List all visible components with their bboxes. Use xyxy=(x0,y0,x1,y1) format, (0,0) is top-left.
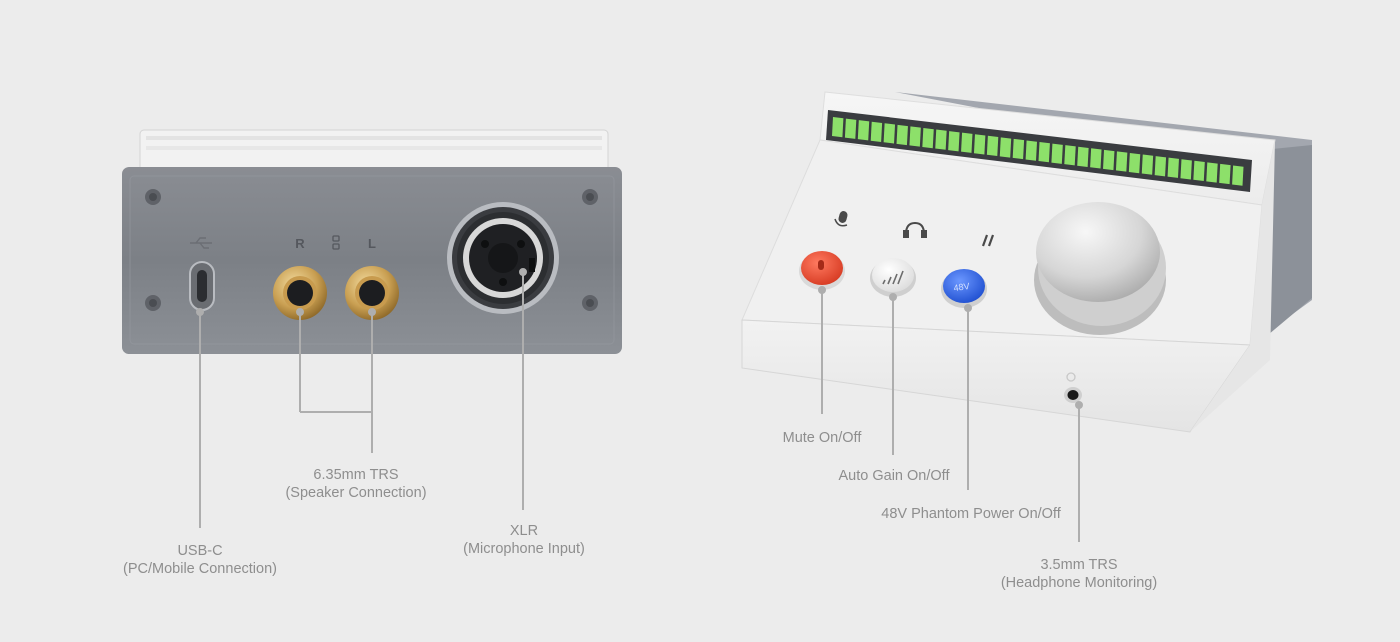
meter-segment xyxy=(883,123,896,144)
headphone-callout: 3.5mm TRS (Headphone Monitoring) xyxy=(1001,556,1157,592)
phantom-badge: 48V xyxy=(953,281,970,293)
phantom-icon xyxy=(981,234,995,247)
link-symbol-icon xyxy=(332,235,340,250)
xlr-combo-jack xyxy=(447,202,559,314)
meter-segment xyxy=(1128,152,1141,174)
mic-muted-icon xyxy=(818,260,824,270)
meter-segment xyxy=(844,118,857,139)
trs-635-title: 6.35mm TRS xyxy=(313,467,399,483)
front-device: 48V xyxy=(741,91,1312,542)
meter-segment xyxy=(948,131,960,152)
headphone-title: 3.5mm TRS xyxy=(1040,557,1118,573)
meter-segment xyxy=(999,137,1012,158)
leader-lines-back xyxy=(196,268,527,528)
meter-segment xyxy=(1051,143,1063,164)
meter-segment xyxy=(1103,149,1115,171)
meter-segment xyxy=(922,127,934,149)
usb-c-port xyxy=(189,261,215,311)
usb-c-callout: USB-C (PC/Mobile Connection) xyxy=(123,542,277,578)
volume-knob[interactable] xyxy=(1034,202,1166,335)
headphones-icon xyxy=(903,221,927,238)
meter-segment xyxy=(1206,162,1218,183)
meter-segment xyxy=(1038,142,1050,163)
xlr-subtitle: (Microphone Input) xyxy=(463,541,585,557)
meter-segment xyxy=(1167,157,1179,178)
screw-icon xyxy=(582,295,598,311)
phantom-callout: 48V Phantom Power On/Off xyxy=(881,505,1060,523)
trs-635-subtitle: (Speaker Connection) xyxy=(285,485,427,501)
back-panel-device: R L xyxy=(122,129,622,528)
auto-gain-button[interactable] xyxy=(870,258,916,297)
meter-segment xyxy=(961,132,973,153)
mute-button[interactable] xyxy=(799,251,845,290)
meter-segment xyxy=(1077,146,1089,167)
meter-segment xyxy=(1180,159,1192,180)
auto-gain-title: Auto Gain On/Off xyxy=(838,468,950,484)
leader-lines-front xyxy=(818,286,1083,542)
meter-segment xyxy=(1193,160,1205,182)
headphone-jack xyxy=(1064,372,1082,403)
trs-jack-right xyxy=(273,266,327,320)
screw-icon xyxy=(145,189,161,205)
screw-icon xyxy=(582,189,598,205)
left-channel-mark: L xyxy=(368,236,376,251)
xlr-title: XLR xyxy=(509,523,539,539)
phantom-power-button[interactable]: 48V xyxy=(941,269,987,308)
xlr-callout: XLR (Microphone Input) xyxy=(463,522,585,558)
auto-gain-callout: Auto Gain On/Off xyxy=(839,467,950,485)
mute-callout: Mute On/Off xyxy=(783,429,862,447)
microphone-icon xyxy=(834,211,848,227)
meter-segment xyxy=(896,124,908,146)
trs-jack-left xyxy=(345,266,399,320)
usb-c-subtitle: (PC/Mobile Connection) xyxy=(123,561,277,577)
meter-segment xyxy=(870,121,883,142)
meter-segment xyxy=(1025,140,1037,161)
meter-segment xyxy=(1090,148,1102,169)
trs-635-callout: 6.35mm TRS (Speaker Connection) xyxy=(285,466,426,502)
meter-segment xyxy=(1064,145,1076,166)
screw-icon xyxy=(145,295,161,311)
usb-symbol-icon xyxy=(190,237,212,249)
right-channel-mark: R xyxy=(295,236,305,251)
meter-segment xyxy=(1154,156,1167,177)
meter-segment xyxy=(1115,151,1128,172)
signal-bars-icon xyxy=(882,270,904,285)
meter-segment xyxy=(1141,154,1154,175)
meter-segment xyxy=(986,135,999,157)
phantom-title: 48V Phantom Power On/Off xyxy=(881,506,1061,522)
meter-segment xyxy=(857,120,870,141)
meter-segment xyxy=(1219,163,1231,185)
meter-segment xyxy=(935,129,947,150)
meter-segment xyxy=(973,134,986,155)
headphone-subtitle: (Headphone Monitoring) xyxy=(1000,575,1158,591)
meter-segment xyxy=(909,126,921,147)
usb-c-title: USB-C xyxy=(177,543,223,559)
mute-title: Mute On/Off xyxy=(782,430,862,446)
meter-segment xyxy=(1232,165,1244,186)
meter-segment xyxy=(832,117,844,138)
meter-segment xyxy=(1012,138,1025,160)
level-meter-segments xyxy=(832,117,1244,186)
